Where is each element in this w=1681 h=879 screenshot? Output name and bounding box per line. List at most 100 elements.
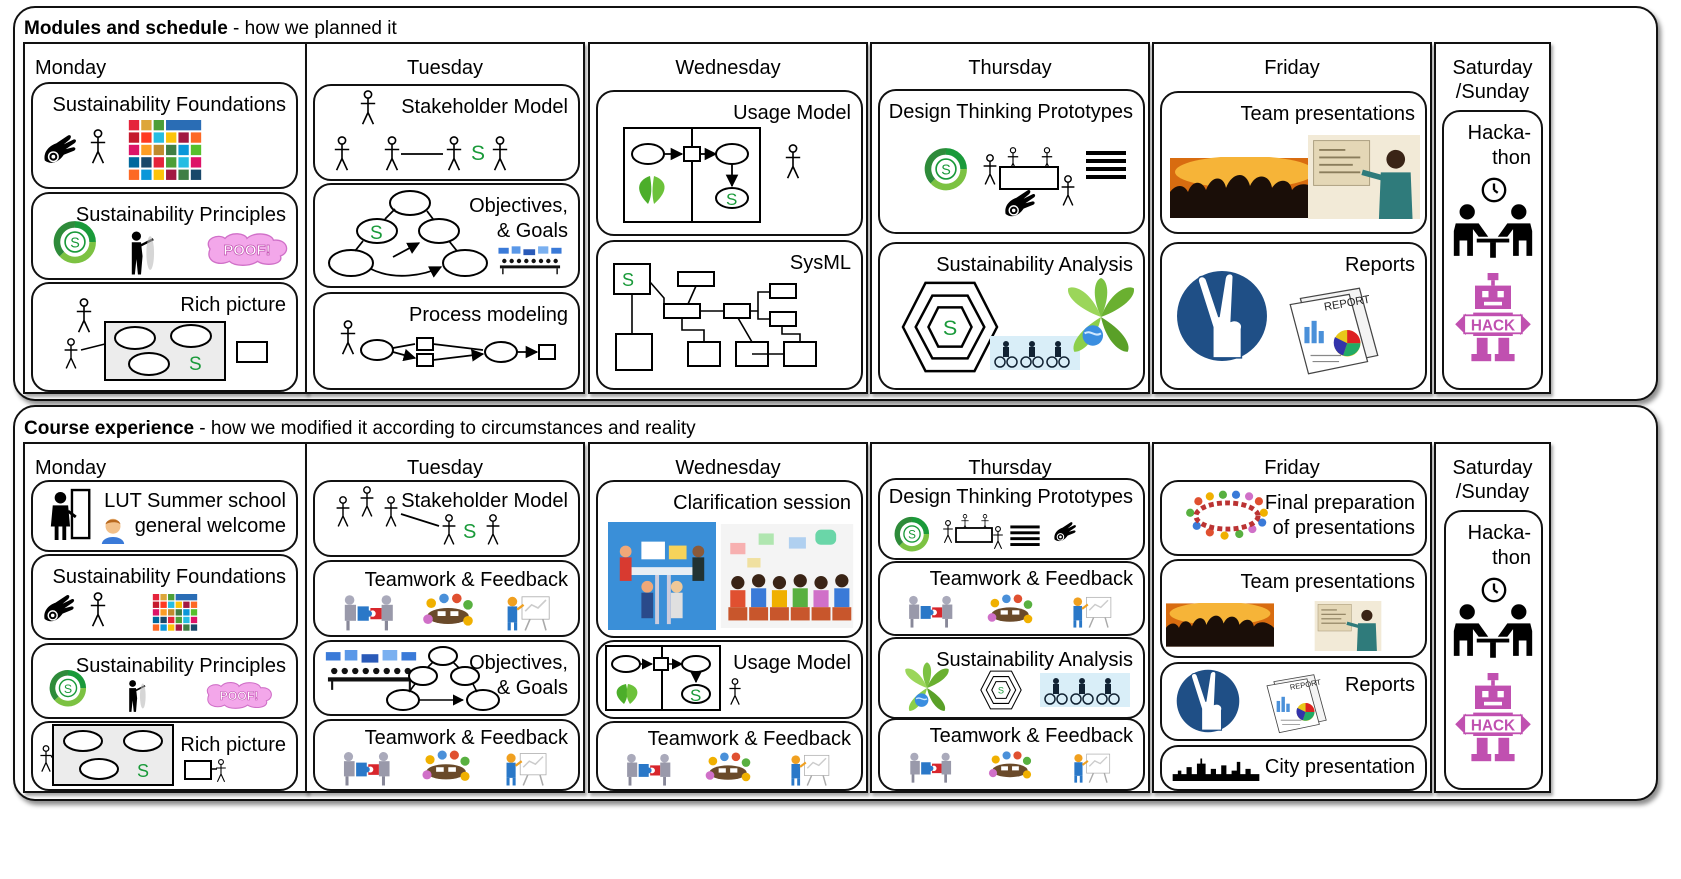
- module-teamwork-feedback[interactable]: Teamwork & Feedback: [313, 560, 580, 637]
- module-title: Teamwork & Feedback: [929, 725, 1133, 747]
- hexagon-s-icon: [976, 669, 1026, 711]
- module-usage-model[interactable]: Usage Model S: [596, 640, 863, 719]
- team-table-icon: [698, 751, 758, 787]
- module-sustainability-foundations[interactable]: Sustainability Foundations: [31, 554, 298, 640]
- cyclists-icon: [1040, 673, 1130, 707]
- module-reports[interactable]: Reports: [1160, 662, 1427, 741]
- module-title: Sustainability Analysis: [936, 254, 1133, 276]
- module-stakeholder-model[interactable]: Stakeholder Model S: [313, 84, 580, 181]
- module-final-preparation[interactable]: Final preparation of presentations: [1160, 480, 1427, 556]
- day-name: Saturday /Sunday: [1452, 57, 1533, 103]
- usage-diagram: S: [605, 645, 742, 711]
- section-title-planned: Modules and schedule - how we planned it: [24, 18, 397, 40]
- s-label: S: [189, 354, 202, 375]
- team-table-icon: [980, 593, 1040, 629]
- module-title: Design Thinking Prototypes: [888, 101, 1133, 123]
- day-name: Monday: [35, 457, 107, 479]
- day-column-thursday: Thursday Design Thinking Prototypes Team…: [870, 442, 1150, 793]
- module-rich-picture[interactable]: Rich picture S: [31, 282, 298, 392]
- coders-icon: [1450, 602, 1536, 660]
- module-design-thinking-prototypes[interactable]: Design Thinking Prototypes: [878, 478, 1145, 560]
- easel-presenter-icon: [1060, 750, 1120, 784]
- report-icon: [1258, 672, 1338, 734]
- puzzle-team-icon: [335, 592, 401, 632]
- s-label: S: [690, 686, 701, 705]
- module-sustainability-foundations[interactable]: Sustainability Foundations: [31, 82, 298, 189]
- module-title: Hacka- thon: [1467, 122, 1531, 169]
- heroes-icon: [1170, 157, 1320, 219]
- module-title: Reports: [1344, 674, 1415, 696]
- section-title-bold: Modules and schedule: [24, 18, 228, 39]
- day-column-wednesday: Wednesday Usage Model S SysML: [588, 42, 868, 394]
- module-design-thinking-prototypes[interactable]: Design Thinking Prototypes: [878, 89, 1145, 234]
- module-hackathon[interactable]: Hacka- thon: [1442, 110, 1543, 390]
- globe-leaf-icon: [1060, 276, 1142, 358]
- module-teamwork-feedback[interactable]: Teamwork & Feedback: [596, 721, 863, 791]
- module-objectives-goals[interactable]: Objectives, & Goals S: [313, 183, 580, 288]
- day-column-monday: Monday LUT Summer school general welcome…: [23, 442, 308, 793]
- hexagon-s-icon: [898, 278, 1002, 376]
- module-title: LUT Summer school general welcome: [104, 490, 286, 537]
- day-column-tuesday: Tuesday Stakeholder Model S Objectives, …: [305, 42, 585, 394]
- rich-picture-diagram: S: [63, 298, 268, 381]
- module-teamwork-feedback[interactable]: Teamwork & Feedback: [878, 718, 1145, 791]
- module-teamwork-feedback[interactable]: Teamwork & Feedback: [878, 561, 1145, 636]
- day-column-weekend: Saturday /Sunday Hacka- thon: [1434, 42, 1551, 394]
- day-column-thursday: Thursday Design Thinking Prototypes Sust…: [870, 42, 1150, 394]
- day-column-wednesday: Wednesday Clarification session Usage Mo…: [588, 442, 868, 793]
- module-stakeholder-model[interactable]: Stakeholder Model S: [313, 480, 580, 557]
- robot-icon: [1448, 668, 1538, 768]
- module-city-presentation[interactable]: City presentation: [1160, 745, 1427, 791]
- module-title: Usage Model: [733, 102, 851, 124]
- peace-hand-icon: [1176, 668, 1240, 734]
- presenter-board-icon: [1298, 601, 1398, 651]
- section-title-bold: Course experience: [24, 418, 195, 439]
- module-team-presentations[interactable]: Team presentations: [1160, 91, 1427, 234]
- stakeholder-diagram: S: [333, 90, 509, 172]
- module-title: Sustainability Principles: [75, 204, 286, 226]
- section-planned: Modules and schedule - how we planned it…: [13, 6, 1658, 401]
- module-title: Objectives, & Goals: [469, 652, 568, 699]
- audience-icon: [718, 524, 856, 628]
- module-title: Sustainability Foundations: [52, 566, 286, 588]
- module-usage-model[interactable]: Usage Model S: [596, 90, 863, 236]
- stick-figure-icon: [89, 128, 107, 166]
- puzzle-team-icon: [335, 749, 397, 787]
- module-clarification-session[interactable]: Clarification session: [596, 480, 863, 638]
- prototype-diagram: [982, 147, 1076, 217]
- module-sustainability-principles[interactable]: Sustainability Principles POOF!: [31, 643, 298, 719]
- module-title: Reports: [1344, 254, 1415, 276]
- module-title: Objectives, & Goals: [469, 195, 568, 242]
- s-label: S: [622, 270, 634, 290]
- module-reports[interactable]: Reports: [1160, 242, 1427, 390]
- module-objectives-goals[interactable]: Objectives, & Goals: [313, 640, 580, 716]
- coders-icon: [1450, 202, 1536, 260]
- poof-icon: POOF!: [203, 230, 291, 268]
- module-summer-school-welcome[interactable]: LUT Summer school general welcome: [31, 480, 298, 552]
- module-team-presentations[interactable]: Team presentations: [1160, 559, 1427, 658]
- poof-text: POOF!: [220, 689, 259, 703]
- day-column-weekend: Saturday /Sunday Hacka- thon: [1434, 442, 1551, 793]
- sdg-grid-icon: [123, 120, 207, 182]
- module-rich-picture[interactable]: Rich picture S: [31, 721, 298, 791]
- module-title: Team presentations: [1240, 571, 1415, 593]
- clock-icon: [1480, 176, 1508, 204]
- module-sustainability-principles[interactable]: Sustainability Principles POOF!: [31, 192, 298, 280]
- presenter-icon: [123, 679, 149, 713]
- module-title: Team presentations: [1240, 103, 1415, 125]
- day-name: Friday: [1264, 457, 1320, 479]
- module-sysml[interactable]: SysML S: [596, 240, 863, 390]
- day-name: Wednesday: [675, 57, 781, 79]
- prototype-diagram: [942, 514, 1004, 550]
- poof-icon: POOF!: [203, 679, 275, 711]
- module-title: Teamwork & Feedback: [364, 727, 568, 749]
- s-label: S: [471, 142, 485, 165]
- module-sustainability-analysis[interactable]: Sustainability Analysis: [878, 637, 1145, 719]
- section-title-experience: Course experience - how we modified it a…: [24, 418, 696, 440]
- module-sustainability-analysis[interactable]: Sustainability Analysis: [878, 242, 1145, 390]
- report-icon: [1280, 284, 1392, 376]
- easel-presenter-icon: [1060, 593, 1120, 629]
- module-teamwork-feedback[interactable]: Teamwork & Feedback: [313, 719, 580, 791]
- module-hackathon[interactable]: Hacka- thon: [1444, 510, 1543, 790]
- module-process-modeling[interactable]: Process modeling: [313, 292, 580, 390]
